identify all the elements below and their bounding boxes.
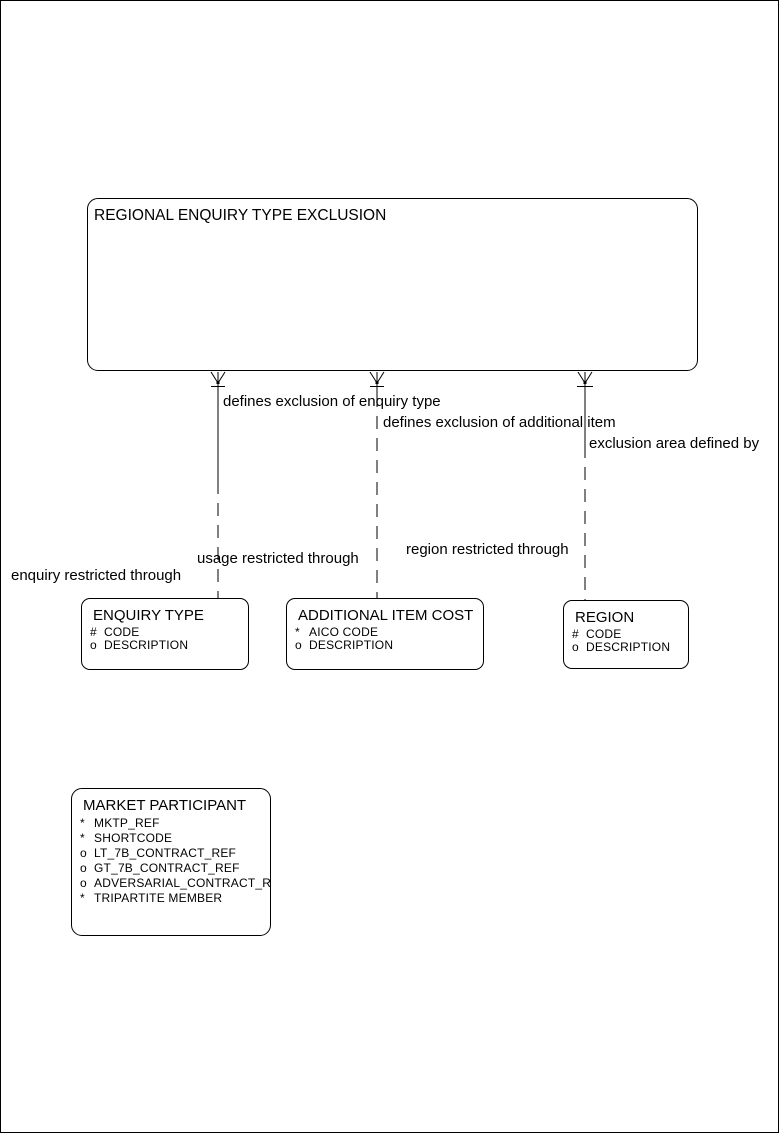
entity-title: REGIONAL ENQUIRY TYPE EXCLUSION [94, 207, 387, 224]
attribute-row: * MKTP_REF [80, 816, 270, 831]
attribute-row: o GT_7B_CONTRACT_REF [80, 861, 270, 876]
attribute-optionality-marker: * [295, 625, 300, 639]
attribute-name: GT_7B_CONTRACT_REF [94, 861, 240, 875]
attribute-name: CODE [586, 627, 622, 641]
attribute-list: * AICO CODE o DESCRIPTION [287, 626, 483, 652]
attribute-row: # CODE [90, 626, 248, 639]
attribute-name: SHORTCODE [94, 831, 173, 845]
attribute-row: # CODE [572, 628, 688, 641]
attribute-optionality-marker: * [80, 831, 85, 845]
attribute-name: DESCRIPTION [309, 638, 394, 652]
attribute-optionality-marker: o [80, 846, 87, 860]
entity-enquiry-type[interactable]: ENQUIRY TYPE # CODE o DESCRIPTION [81, 598, 249, 670]
attribute-row: o DESCRIPTION [90, 639, 248, 652]
entity-region[interactable]: REGION # CODE o DESCRIPTION [563, 600, 689, 669]
attribute-row: * AICO CODE [295, 626, 483, 639]
attribute-optionality-marker: o [80, 861, 87, 875]
attribute-row: * TRIPARTITE MEMBER [80, 891, 270, 906]
attribute-row: o ADVERSARIAL_CONTRACT_REF [80, 876, 270, 891]
attribute-list: # CODE o DESCRIPTION [82, 626, 248, 652]
attribute-row: o DESCRIPTION [572, 641, 688, 654]
entity-title: MARKET PARTICIPANT [83, 797, 247, 814]
relationship-label-parent-enquiry-type: enquiry restricted through [11, 567, 182, 584]
relationship-line-enquiry-type[interactable] [210, 371, 226, 598]
attribute-row: * SHORTCODE [80, 831, 270, 846]
entity-title: REGION [575, 609, 635, 626]
attribute-list: * MKTP_REF * SHORTCODE o LT_7B_CONTRACT_REF… [72, 816, 270, 906]
attribute-optionality-marker: o [295, 638, 302, 652]
attribute-row: o LT_7B_CONTRACT_REF [80, 846, 270, 861]
relationship-label-parent-region: region restricted through [406, 541, 569, 558]
relationship-line-additional-item-cost[interactable] [369, 371, 385, 598]
entity-title: ADDITIONAL ITEM COST [298, 607, 474, 624]
relationship-label-child-additional-item-cost: defines exclusion of additional item [383, 414, 616, 431]
relationship-line-region[interactable] [577, 371, 593, 600]
attribute-optionality-marker: * [80, 891, 85, 905]
attribute-name: MKTP_REF [94, 816, 160, 830]
attribute-optionality-marker: * [80, 816, 85, 830]
entity-title: ENQUIRY TYPE [93, 607, 204, 624]
attribute-name: LT_7B_CONTRACT_REF [94, 846, 237, 860]
attribute-row: o DESCRIPTION [295, 639, 483, 652]
attribute-name: ADVERSARIAL_CONTRACT_REF [94, 876, 271, 890]
attribute-optionality-marker: o [90, 638, 97, 652]
attribute-optionality-marker: o [80, 876, 87, 890]
attribute-list: # CODE o DESCRIPTION [564, 628, 688, 654]
relationship-label-parent-additional-item-cost: usage restricted through [197, 550, 359, 567]
attribute-name: DESCRIPTION [586, 640, 671, 654]
relationship-label-child-enquiry-type: defines exclusion of enquiry type [223, 393, 441, 410]
attribute-optionality-marker: o [572, 640, 579, 654]
entity-regional-enquiry-type-exclusion[interactable]: REGIONAL ENQUIRY TYPE EXCLUSION [87, 198, 698, 371]
attribute-name: TRIPARTITE MEMBER [94, 891, 223, 905]
relationship-label-child-region: exclusion area defined by [589, 435, 760, 452]
attribute-name: AICO CODE [309, 625, 379, 639]
entity-market-participant[interactable]: MARKET PARTICIPANT * MKTP_REF * SHORTCODE … [71, 788, 271, 936]
attribute-name: CODE [104, 625, 140, 639]
entity-additional-item-cost[interactable]: ADDITIONAL ITEM COST * AICO CODE o DESCRIP… [286, 598, 484, 670]
attribute-optionality-marker: # [572, 627, 579, 641]
attribute-name: DESCRIPTION [104, 638, 189, 652]
attribute-optionality-marker: # [90, 625, 97, 639]
